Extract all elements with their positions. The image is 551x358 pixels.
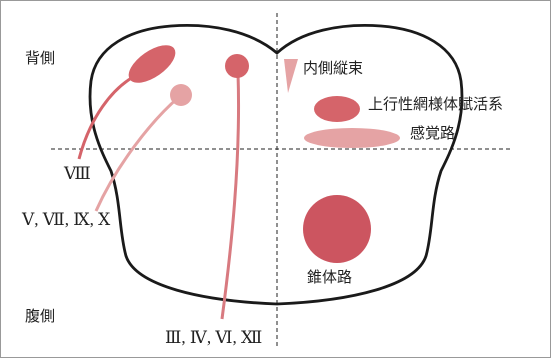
dorsal-label: 背側 xyxy=(25,49,55,67)
ventral-label: 腹側 xyxy=(25,307,55,325)
nerve-viii-label: Ⅷ xyxy=(63,164,91,183)
arasys-label: 上行性網様体賦活系 xyxy=(368,95,503,113)
pyramidal-label: 錐体路 xyxy=(307,268,352,286)
motor-nucleus xyxy=(225,54,249,78)
vestibulocochlear-nerve-fiber xyxy=(77,71,142,160)
pyramidal-tract-circle xyxy=(303,195,371,263)
mlf-triangle xyxy=(284,59,298,93)
nerve-group-sensory-label: Ⅴ, Ⅶ, Ⅸ, Ⅹ xyxy=(21,210,111,229)
sensory-pathway-label: 感覚路 xyxy=(410,124,455,142)
sensory-pathway-ellipse xyxy=(304,128,400,148)
brainstem-outline xyxy=(88,24,464,306)
nerve-group-motor-label: Ⅲ, Ⅳ, Ⅵ, Ⅻ xyxy=(165,328,262,347)
sensory-nucleus xyxy=(170,84,192,106)
arasys-ellipse xyxy=(314,96,360,122)
motor-nerve-fiber xyxy=(220,72,241,320)
mlf-label: 内側縦束 xyxy=(303,59,363,77)
vestibulocochlear-nucleus xyxy=(128,45,176,83)
sensory-nerve-fiber xyxy=(94,95,180,212)
